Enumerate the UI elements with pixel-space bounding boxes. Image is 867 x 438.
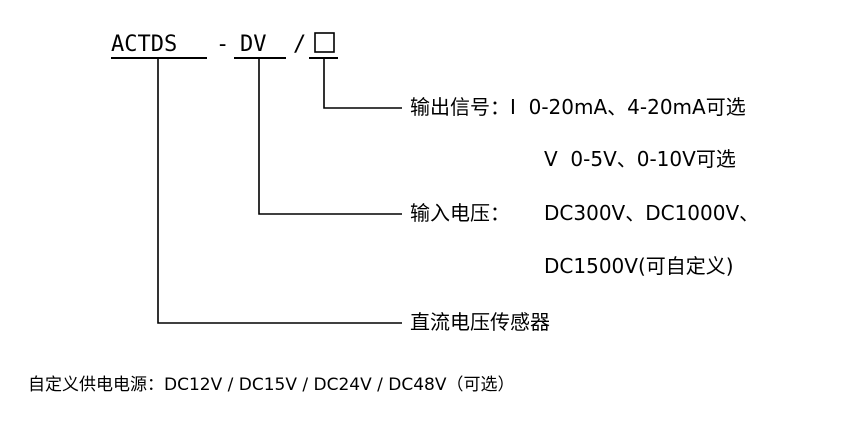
- footer-power-options: 自定义供电电源：DC12V / DC15V / DC24V / DC48V（可选…: [28, 375, 515, 395]
- input-voltage-line2: DC1500V(可自定义): [544, 254, 734, 278]
- model-dv: DV: [240, 32, 267, 57]
- output-signal-connector: [323, 58, 402, 109]
- product-connector: [157, 58, 402, 324]
- model-dash: -: [216, 32, 230, 57]
- product-label: 直流电压传感器: [410, 310, 550, 334]
- input-voltage-connector: [258, 58, 402, 215]
- input-voltage-line1: DC300V、DC1000V、: [544, 201, 760, 225]
- model-prefix: ACTDS: [111, 32, 178, 57]
- model-slash: /: [293, 32, 307, 57]
- input-voltage-label: 输入电压：: [410, 201, 510, 225]
- output-signal-line1: I 0-20mA、4-20mA可选: [510, 95, 746, 119]
- option-box-icon: [314, 32, 335, 53]
- output-signal-label: 输出信号：: [410, 95, 510, 119]
- output-signal-line2: V 0-5V、0-10V可选: [544, 147, 736, 171]
